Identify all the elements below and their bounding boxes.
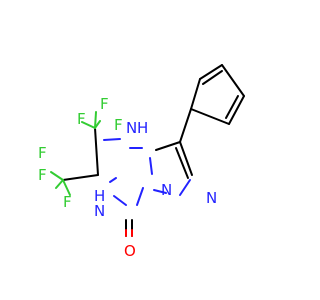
molecule-structure: N H N H N N O F F F F F F (38, 64, 245, 260)
atom-label-h-top: H (137, 119, 148, 137)
atom-label-f4: F (38, 144, 47, 162)
atom-label-n-bridge: N (161, 181, 172, 199)
atom-label-n-top: N (126, 119, 137, 137)
atom-label-oxygen: O (124, 242, 136, 260)
atom-label-f2: F (114, 116, 123, 134)
atom-label-f6: F (63, 193, 72, 211)
atom-label-n-bottom: N (94, 202, 105, 220)
oxygen-bonds (125, 229, 133, 237)
atom-labels: N H N H N N O F F F F F F (38, 95, 217, 260)
nitrogen-bonds (103, 138, 191, 206)
atom-label-f1: F (100, 95, 109, 113)
atom-label-h-bottom: H (94, 187, 105, 205)
carbon-bonds (62, 64, 245, 237)
atom-label-f5: F (38, 166, 47, 184)
atom-label-f3: F (77, 110, 86, 128)
atom-label-n-pyrazole: N (206, 189, 217, 207)
fluorine-bonds (50, 111, 101, 196)
